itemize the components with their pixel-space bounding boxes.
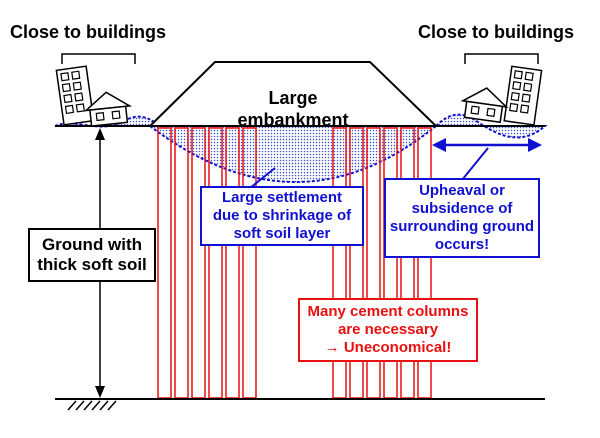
upheaval-line-2: subsidence of xyxy=(411,200,513,217)
right-buildings-icon xyxy=(460,65,543,126)
upheaval-line-3: surrounding ground xyxy=(389,218,535,235)
right-building-bracket xyxy=(464,53,539,64)
columns-line-2: are necessary xyxy=(337,321,439,338)
columns-callout: Many cement columns are necessary → Unec… xyxy=(298,298,478,362)
upheaval-pointer xyxy=(461,147,489,181)
ground-callout: Ground with thick soft soil xyxy=(28,228,156,282)
upheaval-callout: Upheaval or subsidence of surrounding gr… xyxy=(384,178,540,258)
columns-line-1: Many cement columns xyxy=(307,303,469,320)
settlement-pointer xyxy=(249,167,276,189)
cement-column xyxy=(157,127,172,399)
embankment-shape xyxy=(147,61,439,127)
cement-column xyxy=(174,127,189,399)
ground-hatch xyxy=(67,400,117,411)
cement-column xyxy=(208,127,223,399)
left-ground-deformation xyxy=(54,115,163,128)
left-building-bracket xyxy=(61,53,136,64)
settlement-zone xyxy=(147,125,439,183)
upheaval-line-4: occurs! xyxy=(434,236,490,253)
right-heading: Close to buildings xyxy=(418,22,574,42)
left-buildings-icon xyxy=(55,65,133,127)
columns-line-3: → Uneconomical! xyxy=(324,339,452,356)
settlement-line-2: due to shrinkage of xyxy=(212,207,352,224)
cement-column xyxy=(191,127,206,399)
ground-line-2: thick soft soil xyxy=(37,255,147,274)
influence-range-arrow xyxy=(432,138,542,152)
upheaval-line-1: Upheaval or xyxy=(419,182,505,199)
settlement-callout: Large settlement due to shrinkage of sof… xyxy=(200,186,364,246)
left-heading: Close to buildings xyxy=(10,22,166,42)
embankment-label: Large embankment xyxy=(237,88,349,130)
ground-line-1: Ground with xyxy=(41,234,143,254)
settlement-line-3: soft soil layer xyxy=(233,225,331,242)
settlement-line-1: Large settlement xyxy=(221,189,343,206)
